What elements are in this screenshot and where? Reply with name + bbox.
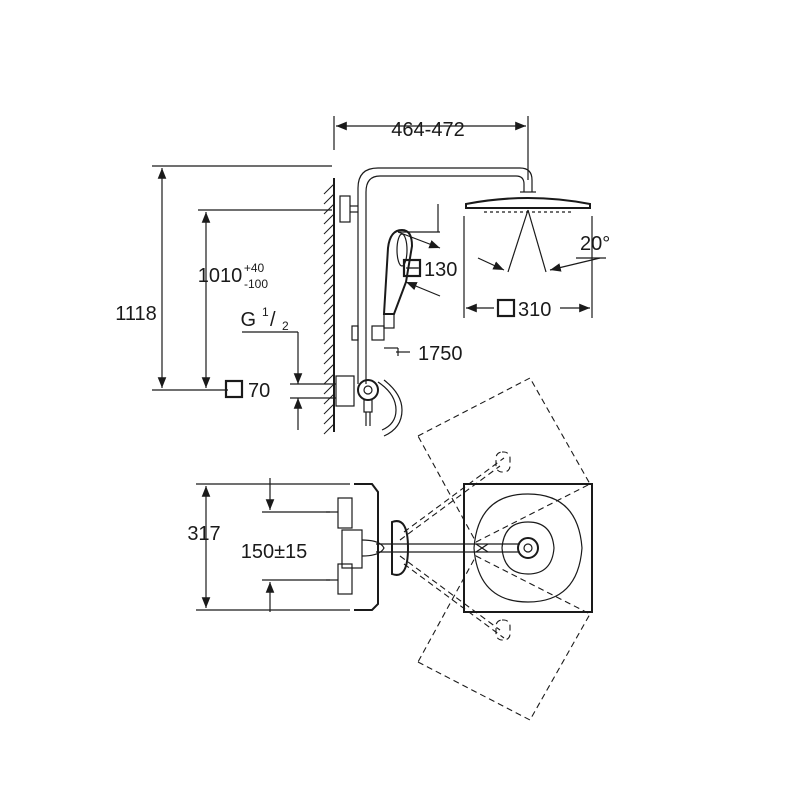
dim-wall-bar-height: 1010 +40 -100 bbox=[198, 209, 332, 388]
wall-hatch-line bbox=[323, 373, 335, 385]
label-plan-depth: 317 bbox=[187, 523, 220, 545]
label-rosette: 70 bbox=[248, 380, 270, 402]
dim-plan-depth: 317 bbox=[187, 483, 350, 611]
wall-hatch-line bbox=[323, 383, 335, 395]
head-shower-top bbox=[463, 483, 593, 613]
wall-hatch-line bbox=[323, 193, 335, 205]
plan-view: 317 150±15 bbox=[187, 377, 593, 721]
wall-hatch-line bbox=[323, 363, 335, 375]
label-angle: 20° bbox=[580, 233, 610, 255]
label-arm-length: 464-472 bbox=[391, 119, 464, 141]
wall-hatch-line bbox=[323, 403, 335, 415]
dim-head-shower: 310 bbox=[463, 216, 593, 321]
wall-hatch-line bbox=[323, 273, 335, 285]
label-thread-den: 2 bbox=[282, 319, 289, 333]
dim-hand-shower: 130 bbox=[402, 258, 457, 281]
dim-rosette: 70 bbox=[224, 379, 270, 402]
wall-hatch-line bbox=[323, 353, 335, 365]
label-total-height: 1118 bbox=[115, 303, 157, 325]
label-plan-centers: 150±15 bbox=[241, 541, 308, 563]
label-thread-num: 1 bbox=[262, 305, 269, 319]
wall-hatch-line bbox=[323, 393, 335, 405]
wall-hatch-line bbox=[323, 263, 335, 275]
wall-hatch-line bbox=[323, 243, 335, 255]
wall-hatch-line bbox=[323, 303, 335, 315]
riser-rail bbox=[339, 167, 533, 384]
hand-shower bbox=[382, 204, 441, 329]
dim-hose: 1750 bbox=[396, 343, 463, 365]
wall-hatch-line bbox=[323, 313, 335, 325]
shower-arm-top bbox=[376, 543, 520, 553]
wall-hatch-line bbox=[323, 233, 335, 245]
dim-plan-centers: 150±15 bbox=[241, 478, 330, 612]
label-wall-bar-height: 1010 bbox=[198, 265, 243, 287]
dim-arm-length: 464-472 bbox=[333, 116, 529, 180]
label-tol-plus: +40 bbox=[244, 261, 265, 275]
wall-hatch-line bbox=[323, 423, 335, 435]
thermostat bbox=[318, 375, 403, 437]
wall bbox=[323, 178, 335, 435]
elevation-view: 464-472 1118 1010 +40 -100 G 1 / 2 bbox=[115, 116, 610, 437]
label-hose: 1750 bbox=[418, 343, 463, 365]
wall-hatch-line bbox=[323, 323, 335, 335]
wall-hatch-line bbox=[323, 333, 335, 345]
wall-hatch-line bbox=[323, 293, 335, 305]
label-head-shower: 310 bbox=[518, 299, 551, 321]
slider bbox=[351, 325, 399, 356]
label-hand-shower: 130 bbox=[424, 259, 457, 281]
label-tol-minus: -100 bbox=[244, 277, 268, 291]
thermostat-top bbox=[326, 483, 410, 611]
wall-hatch-line bbox=[323, 203, 335, 215]
square-symbol-icon bbox=[224, 379, 244, 399]
dim-thread: G 1 / 2 bbox=[240, 305, 318, 430]
square-symbol-icon bbox=[496, 298, 516, 318]
dim-total-height: 1118 bbox=[115, 165, 332, 391]
label-thread-letter: G bbox=[240, 309, 256, 331]
label-thread-slash: / bbox=[270, 309, 276, 331]
wall-hatch-line bbox=[323, 283, 335, 295]
wall-hatch-line bbox=[323, 253, 335, 265]
head-shower bbox=[465, 191, 591, 213]
swivel-range bbox=[399, 377, 591, 721]
wall-hatch-line bbox=[323, 413, 335, 425]
wall-hatch-line bbox=[323, 223, 335, 235]
dim-angle: 20° bbox=[580, 233, 610, 255]
wall-hatch-line bbox=[323, 183, 335, 195]
wall-hatch-line bbox=[323, 213, 335, 225]
wall-hatch-line bbox=[323, 343, 335, 355]
square-symbol-icon bbox=[402, 258, 422, 278]
